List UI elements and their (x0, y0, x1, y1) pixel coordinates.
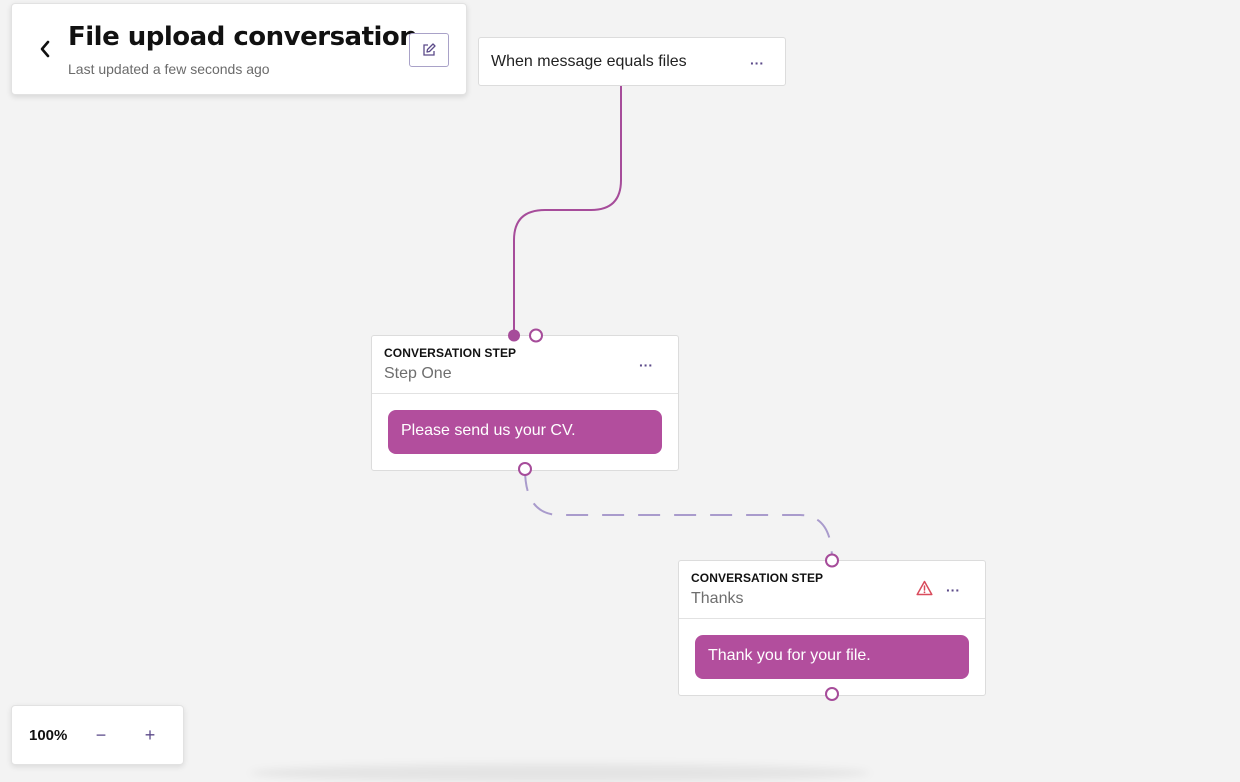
step-name: Thanks (691, 590, 744, 607)
step-type-label: CONVERSATION STEP (691, 571, 824, 585)
step-header: CONVERSATION STEP Thanks ··· (679, 561, 985, 619)
chevron-left-icon (40, 40, 50, 58)
trigger-node[interactable]: When message equals files ··· (478, 37, 786, 86)
zoom-level: 100% (29, 727, 68, 744)
conversation-step-node[interactable]: CONVERSATION STEP Thanks ··· Thank you f… (678, 560, 986, 696)
edit-icon (423, 43, 436, 56)
step-menu-button[interactable]: ··· (946, 582, 960, 598)
last-updated-text: Last updated a few seconds ago (68, 61, 270, 77)
trigger-menu-button[interactable]: ··· (750, 55, 764, 71)
back-button[interactable] (36, 38, 54, 60)
message-bubble[interactable]: Thank you for your file. (695, 635, 969, 679)
step-one-to-thanks-connector (524, 468, 833, 561)
trigger-to-step-one-connector (513, 86, 622, 335)
page-title: File upload conversation (68, 22, 418, 52)
zoom-in-button[interactable]: + (144, 724, 156, 745)
zoom-out-button[interactable]: − (95, 724, 107, 745)
header-panel: File upload conversation Last updated a … (11, 3, 467, 95)
trigger-label: When message equals files (491, 53, 687, 70)
step-header: CONVERSATION STEP Step One ··· (372, 336, 678, 394)
zoom-control: 100% − + (11, 705, 184, 765)
edit-title-button[interactable] (409, 33, 449, 67)
warning-icon[interactable] (916, 580, 933, 596)
message-bubble[interactable]: Please send us your CV. (388, 410, 662, 454)
step-type-label: CONVERSATION STEP (384, 346, 517, 360)
step-menu-button[interactable]: ··· (639, 357, 653, 373)
step-name: Step One (384, 365, 452, 382)
bottom-panel-shadow (250, 764, 870, 782)
conversation-step-node[interactable]: CONVERSATION STEP Step One ··· Please se… (371, 335, 679, 471)
